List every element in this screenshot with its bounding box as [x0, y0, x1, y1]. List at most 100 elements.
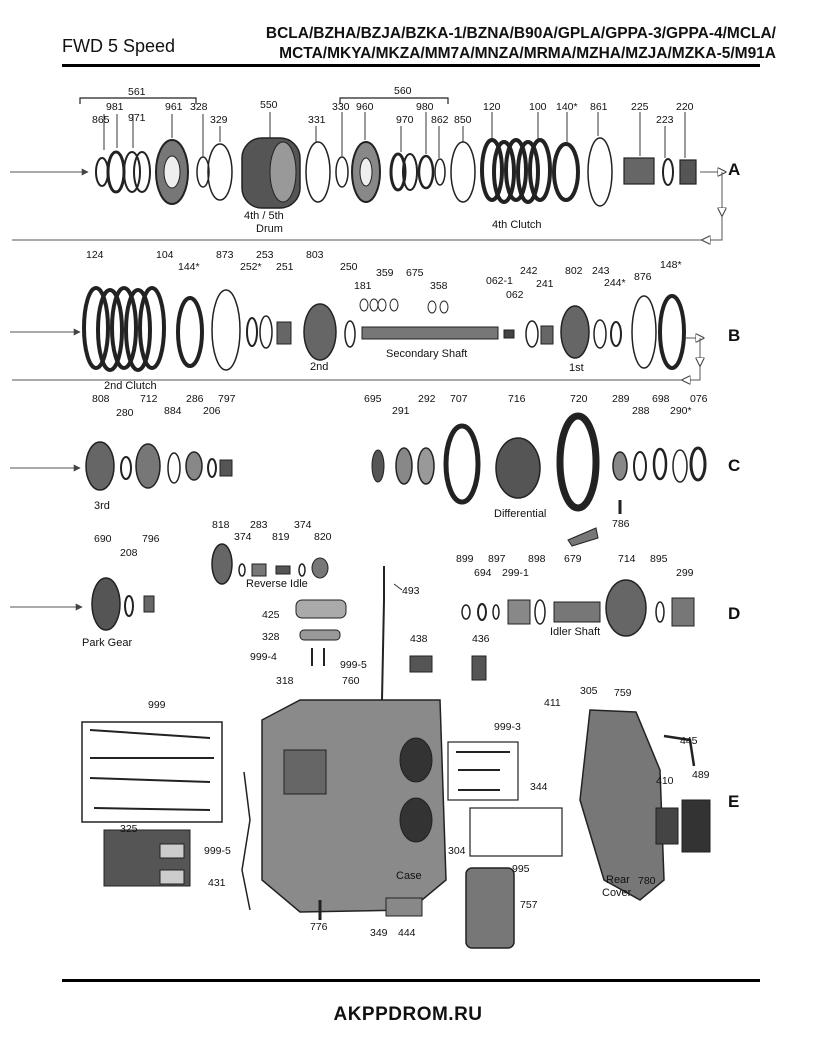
part-445: 445	[680, 735, 698, 747]
part-100: 100	[529, 101, 547, 113]
part-694: 694	[474, 567, 492, 579]
part-960: 960	[356, 101, 374, 113]
part-292: 292	[418, 393, 436, 405]
part-286: 286	[186, 393, 204, 405]
part-325: 325	[120, 823, 138, 835]
section-C: C	[728, 456, 740, 475]
part-759: 759	[614, 687, 632, 699]
part-425: 425	[262, 609, 280, 621]
part-895: 895	[650, 553, 668, 565]
part-243: 243	[592, 265, 610, 277]
part-120: 120	[483, 101, 501, 113]
header-rule	[62, 64, 760, 67]
section-letters: A B C D E	[728, 160, 740, 811]
part-241: 241	[536, 278, 554, 290]
part-304: 304	[448, 845, 466, 857]
part-999: 999	[148, 699, 166, 711]
part-818: 818	[212, 519, 230, 531]
caption-differential: Differential	[494, 508, 546, 520]
part-291: 291	[392, 405, 410, 417]
part-970: 970	[396, 114, 414, 126]
part-411: 411	[544, 697, 561, 709]
row-c-labels: 808 280 712 884 286 206 797 695 291 292 …	[92, 393, 708, 530]
section-B: B	[728, 326, 740, 345]
part-808: 808	[92, 393, 110, 405]
part-104: 104	[156, 249, 174, 261]
part-410: 410	[656, 775, 674, 787]
part-280: 280	[116, 407, 134, 419]
footer-site: AKPPDROM.RU	[333, 1004, 483, 1025]
model-codes-line-2: MCTA/MKYA/MKZA/MM7A/MNZA/MRMA/MZHA/MZJA/…	[279, 45, 776, 62]
caption-reverse-idle: Reverse Idle	[246, 578, 308, 590]
part-283: 283	[250, 519, 268, 531]
part-062-1: 062-1	[486, 275, 513, 287]
part-374-b: 374	[294, 519, 312, 531]
part-374-a: 374	[234, 531, 252, 543]
part-329: 329	[210, 114, 228, 126]
part-898: 898	[528, 553, 546, 565]
row-b-labels: 124 104 144* 873 253 252* 251 803 250 18…	[86, 249, 682, 392]
caption-2nd-clutch: 2nd Clutch	[104, 380, 157, 392]
part-208: 208	[120, 547, 138, 559]
model-codes: BCLA/BZHA/BZJA/BZKA-1/BZNA/B90A/GPLA/GPP…	[236, 24, 776, 64]
part-999-4: 999-4	[250, 651, 277, 663]
part-144: 144*	[178, 261, 200, 273]
row-a-parts	[79, 97, 697, 209]
part-760: 760	[342, 675, 360, 687]
part-971: 971	[128, 112, 146, 124]
row-d-parts	[91, 543, 695, 637]
part-289: 289	[612, 393, 630, 405]
part-331: 331	[308, 114, 326, 126]
row-a-labels: 561 981 865 971 961 328 329 550 331 330 …	[92, 85, 694, 235]
caption-rear: Rear	[606, 874, 630, 886]
part-253: 253	[256, 249, 274, 261]
part-328: 328	[190, 101, 208, 113]
part-344: 344	[530, 781, 548, 793]
part-181: 181	[354, 280, 372, 292]
transmission-type: FWD 5 Speed	[62, 36, 176, 56]
part-780: 780	[638, 875, 656, 887]
part-288: 288	[632, 405, 650, 417]
part-876: 876	[634, 271, 652, 283]
caption-secondary-shaft: Secondary Shaft	[386, 348, 467, 360]
part-716: 716	[508, 393, 526, 405]
part-675: 675	[406, 267, 424, 279]
part-242: 242	[520, 265, 538, 277]
part-431: 431	[208, 877, 226, 889]
part-223: 223	[656, 114, 674, 126]
part-873: 873	[216, 249, 234, 261]
caption-4th-5th: 4th / 5th	[244, 210, 284, 222]
part-290: 290*	[670, 405, 692, 417]
part-757: 757	[520, 899, 538, 911]
part-995: 995	[512, 863, 530, 875]
part-776: 776	[310, 921, 328, 933]
part-802: 802	[565, 265, 583, 277]
part-225: 225	[631, 101, 649, 113]
row-e-parts	[81, 566, 711, 949]
section-A: A	[728, 160, 740, 179]
part-999-5-b: 999-5	[204, 845, 231, 857]
part-999-3: 999-3	[494, 721, 521, 733]
part-550: 550	[260, 99, 278, 111]
part-712: 712	[140, 393, 158, 405]
part-318: 318	[276, 675, 294, 687]
part-206: 206	[203, 405, 221, 417]
part-349: 349	[370, 927, 388, 939]
part-695: 695	[364, 393, 382, 405]
part-679: 679	[564, 553, 582, 565]
part-796: 796	[142, 533, 160, 545]
part-489: 489	[692, 769, 710, 781]
part-076: 076	[690, 393, 708, 405]
part-707: 707	[450, 393, 468, 405]
caption-case: Case	[396, 870, 422, 882]
caption-park-gear: Park Gear	[82, 637, 132, 649]
part-299-1: 299-1	[502, 567, 529, 579]
part-436: 436	[472, 633, 490, 645]
part-797: 797	[218, 393, 236, 405]
part-444: 444	[398, 927, 416, 939]
row-d-labels: 818 374 283 819 374 820 690 208 796 899 …	[82, 519, 694, 649]
part-819: 819	[272, 531, 290, 543]
row-c-parts	[85, 412, 707, 547]
caption-idler-shaft: Idler Shaft	[550, 626, 600, 638]
